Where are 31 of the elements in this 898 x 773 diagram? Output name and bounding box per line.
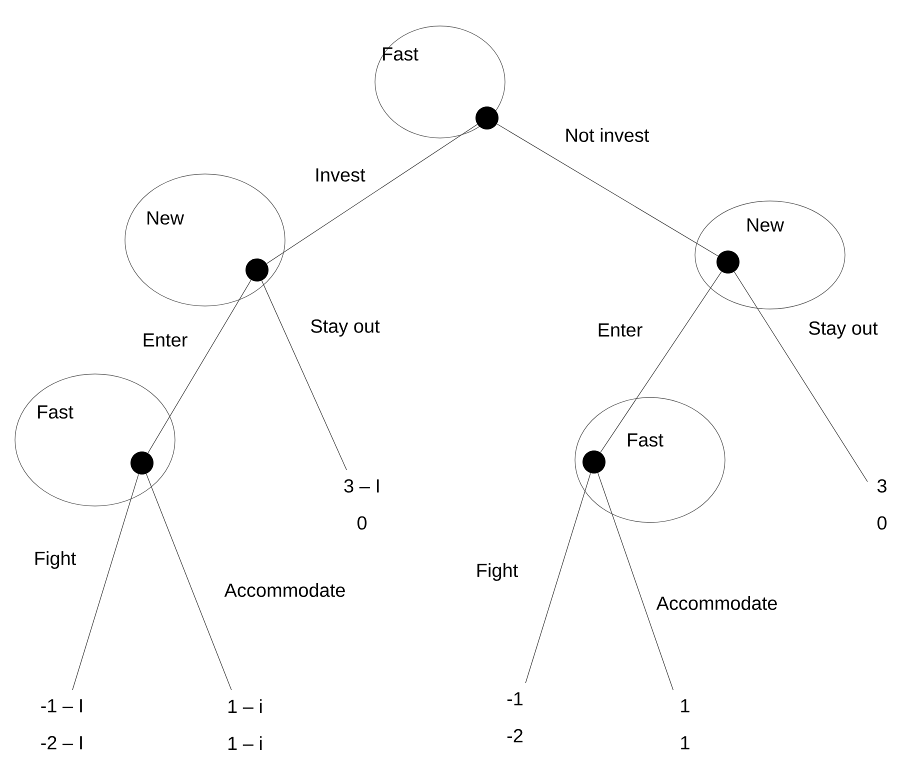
edge-label: Stay out xyxy=(809,321,878,339)
tree-branch xyxy=(72,474,139,690)
payoff-text: 3 – I 0 xyxy=(344,479,379,530)
tree-branch xyxy=(261,280,347,470)
payoff-text: 1 1 xyxy=(681,699,690,750)
edge-label: Accommodate xyxy=(656,596,777,610)
payoff-text: 3 0 xyxy=(877,479,887,530)
decision-dot xyxy=(476,106,498,130)
tree-branch xyxy=(598,472,674,690)
edge-label: Fight xyxy=(35,551,76,569)
edge-label: Accommodate xyxy=(224,583,345,597)
tree-branch xyxy=(146,474,232,690)
tree-branch xyxy=(525,472,591,684)
edge-label: Stay out xyxy=(311,319,380,337)
payoff-text: 1 – i 1 – i xyxy=(228,699,262,750)
tree-branch xyxy=(266,124,478,264)
edge-label: Not invest xyxy=(566,128,650,142)
decision-dot xyxy=(130,452,154,474)
payoff-text: -1 -2 xyxy=(507,692,522,742)
edge-label: Invest xyxy=(316,168,366,182)
edge-label: Enter xyxy=(144,333,188,347)
edge-label: Fight xyxy=(477,563,518,581)
edge-label: Enter xyxy=(598,323,642,337)
tree-branch xyxy=(496,124,718,256)
decision-dot xyxy=(582,450,606,474)
tree-branch xyxy=(148,280,252,454)
decision-dot xyxy=(246,258,268,282)
tree-branch xyxy=(734,272,868,482)
payoff-text: -1 – I -2 – I xyxy=(41,699,82,750)
tree-branch xyxy=(600,271,722,453)
decision-dot xyxy=(716,250,740,274)
